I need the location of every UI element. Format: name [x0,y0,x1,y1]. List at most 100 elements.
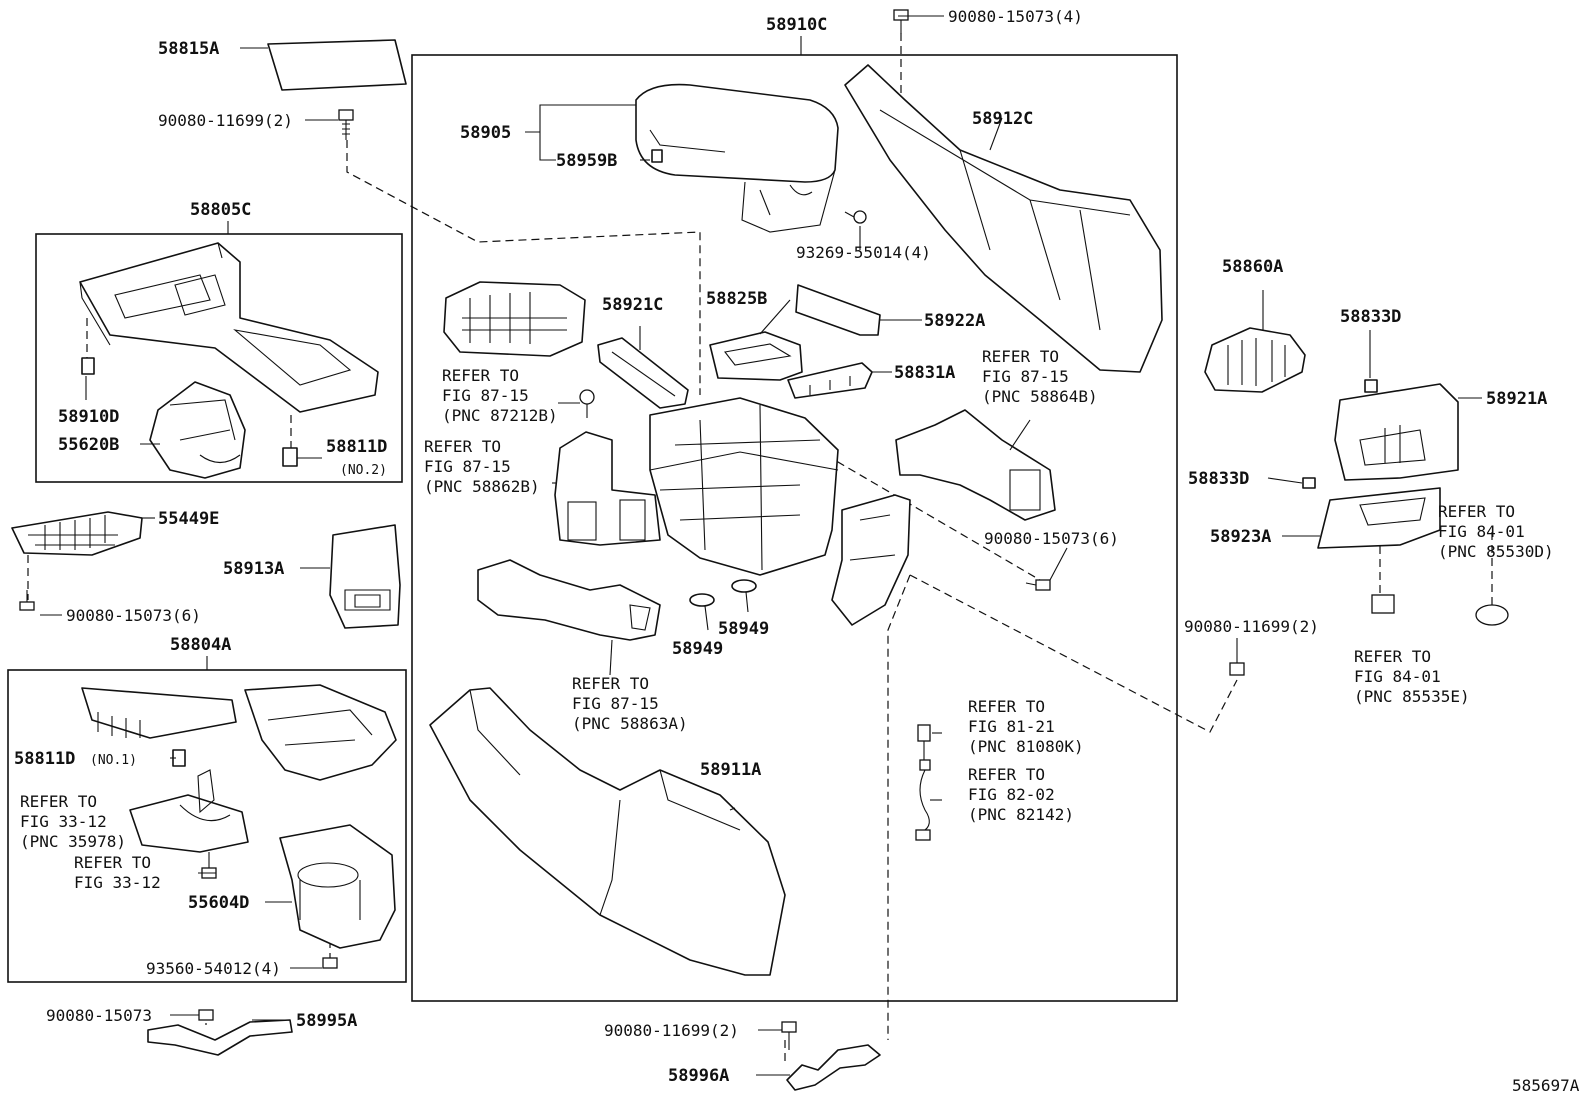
refer-82142: REFER TO FIG 82-02 (PNC 82142) [968,765,1074,824]
bolt-icon [1229,662,1245,676]
leader [759,299,791,335]
bolt-icon [781,1021,797,1050]
label-58923A: 58923A [1210,527,1271,547]
bolt-icon [1025,579,1051,591]
strip-58922A [795,284,881,336]
wire-harness-81080K [917,724,931,760]
refer-81080K: REFER TO FIG 81-21 (PNC 81080K) [968,697,1084,756]
label-58831A: 58831A [894,363,955,383]
label-58922A: 58922A [924,311,985,331]
screw-icon [579,389,595,418]
duct-58862B [554,431,661,546]
label-58910C: 58910C [766,15,827,35]
label-55449E: 55449E [158,509,219,529]
leader [729,807,736,811]
bolt-icon [322,957,338,969]
bar-58831A [787,362,873,399]
panel-58921A [1334,383,1459,481]
bolt-icon [19,590,35,611]
label-58959B: 58959B [556,151,617,171]
assembly-frame-58910C [411,54,1178,1002]
dash-line-bolt-to-box [346,140,701,395]
label-58905: 58905 [460,123,511,143]
tray-58825B [709,331,803,381]
label-58912C: 58912C [972,109,1033,129]
label-58949-b: 58949 [718,619,769,639]
label-93269-55014: 93269-55014(4) [796,243,931,262]
duct-58863A [477,559,661,641]
bracket-center [831,494,911,626]
label-58815A: 58815A [158,39,219,59]
leader [989,117,1003,151]
refer-58864B: REFER TO FIG 87-15 (PNC 58864B) [982,347,1098,406]
console-box-body [649,397,839,576]
clip-58910D [81,357,95,375]
pad-58815A [267,39,407,91]
assembly-frame-58805C [35,233,403,483]
pocket-58913A [329,524,401,629]
label-58811D-no1: 58811D [14,749,75,769]
label-90080-15073-6a: 90080-15073(6) [66,606,201,625]
label-58811D-no2: 58811D [326,437,387,457]
label-58805C: 58805C [190,200,251,220]
label-58921A: 58921A [1486,389,1547,409]
leader [1049,547,1068,581]
upper-panel-58805C [79,242,379,413]
refer-87212B: REFER TO FIG 87-15 (PNC 87212B) [442,366,558,425]
armrest-lid-58905 [635,83,839,233]
stopper-58959B [651,149,663,163]
clip-58833D-a [1364,379,1378,393]
trim-bracket-87212B [443,281,586,357]
bracket-58995A [147,1019,293,1056]
label-figure-code: 585697A [1512,1076,1580,1095]
leader [704,605,709,631]
label-58833D-b: 58833D [1188,469,1249,489]
bar-58921C [597,337,689,409]
label-58804A: 58804A [170,635,231,655]
label-no2: (NO.2) [340,463,387,478]
label-58911A: 58911A [700,760,761,780]
panel-58923A [1317,487,1441,549]
label-58825B: 58825B [706,289,767,309]
label-58833D-a: 58833D [1340,307,1401,327]
ring-58949-b [731,579,757,593]
wire-harness-82142 [915,759,931,841]
dash-line-bracket [887,574,911,1040]
refer-33-12: REFER TO FIG 33-12 [74,853,161,892]
label-90080-15073-6b: 90080-15073(6) [984,529,1119,548]
switch-bracket-55449E [11,511,143,556]
label-55620B: 55620B [58,435,119,455]
refer-85535E: REFER TO FIG 84-01 (PNC 85535E) [1354,647,1470,706]
screw-icon [844,210,867,224]
leader [609,639,613,676]
leader [1267,477,1303,484]
leader [745,591,749,613]
bracket-58996A [786,1044,881,1091]
bolt-icon [893,9,909,34]
label-58995A: 58995A [296,1011,357,1031]
label-58996A: 58996A [668,1066,729,1086]
label-93560-54012: 93560-54012(4) [146,959,281,978]
label-58910D: 58910D [58,407,119,427]
side-panel-58912C [844,64,1163,373]
label-90080-15073-4: 90080-15073(4) [948,7,1083,26]
label-58921C: 58921C [602,295,663,315]
dash-line-right-bolt [825,454,1041,581]
refer-58862B: REFER TO FIG 87-15 (PNC 58862B) [424,437,540,496]
refer-35978: REFER TO FIG 33-12 (PNC 35978) [20,792,126,851]
label-90080-11699-bot: 90080-11699(2) [604,1021,739,1040]
clip-58811D-no2 [282,447,298,467]
side-panel-58911A [429,687,786,976]
bolt-icon [338,109,354,140]
ring-58949-a [689,593,715,607]
duct-58864B [895,409,1056,521]
leader [525,104,636,161]
socket-85530D [1475,604,1509,626]
label-90080-11699-r: 90080-11699(2) [1184,617,1319,636]
lower-panel-58804A [81,684,397,781]
clip-58811D-no1 [172,749,186,767]
label-58913A: 58913A [223,559,284,579]
refer-85530D: REFER TO FIG 84-01 (PNC 85530D) [1438,502,1554,561]
